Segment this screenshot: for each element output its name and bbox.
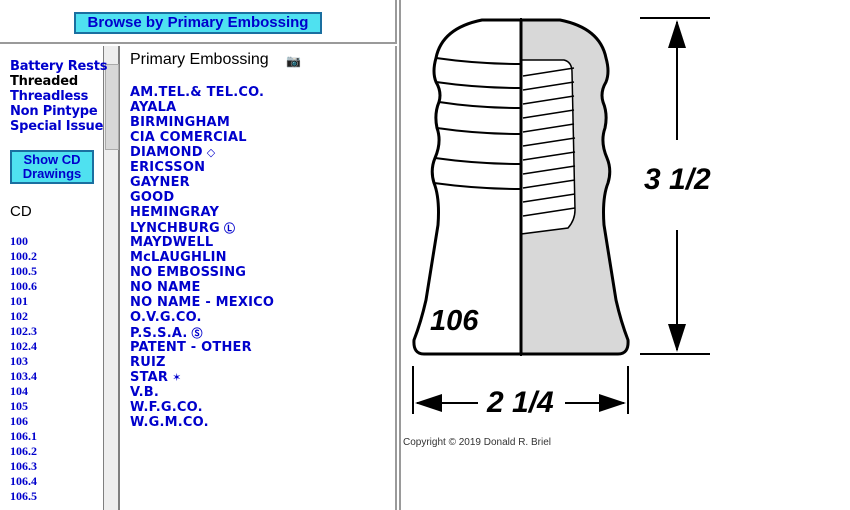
top-frame: Browse by Primary Embossing <box>0 0 397 44</box>
embossing-frame <box>122 46 397 510</box>
nav-threadless[interactable]: Threadless <box>10 89 89 104</box>
cd-list-item[interactable]: 101 <box>10 294 28 308</box>
embossing-item[interactable]: CIA COMERCIAL <box>130 130 247 145</box>
embossing-item[interactable]: W.F.G.CO. <box>130 400 203 415</box>
cd-list-item[interactable]: 100.2 <box>10 249 37 263</box>
embossing-mark-icon: Ⓢ <box>187 327 203 340</box>
show-cd-drawings-button[interactable]: Show CD Drawings <box>10 150 94 184</box>
cd-list-item[interactable]: 100.5 <box>10 264 37 278</box>
embossing-item[interactable]: GOOD <box>130 190 174 205</box>
height-dimension-label: 3 1/2 <box>644 163 711 196</box>
embossing-item[interactable]: PATENT - OTHER <box>130 340 252 355</box>
embossing-item[interactable]: NO EMBOSSING <box>130 265 246 280</box>
nav-non-pintype[interactable]: Non Pintype <box>10 104 98 119</box>
embossing-label: AM.TEL.& TEL.CO. <box>130 85 265 100</box>
embossing-item[interactable]: DIAMOND ◇ <box>130 145 215 160</box>
embossing-mark-icon: ✶ <box>168 371 182 384</box>
embossing-title: Primary Embossing <box>130 51 269 68</box>
embossing-label: PATENT - OTHER <box>130 340 252 355</box>
drawing-frame <box>399 0 850 510</box>
embossing-label: GOOD <box>130 190 175 205</box>
embossing-item[interactable]: BIRMINGHAM <box>130 115 230 130</box>
cd-number-label: 106 <box>430 305 479 337</box>
embossing-label: LYNCHBURG <box>130 221 220 236</box>
embossing-item[interactable]: NO NAME <box>130 280 201 295</box>
embossing-item[interactable]: NO NAME - MEXICO <box>130 295 274 310</box>
embossing-item[interactable]: STAR ✶ <box>130 370 182 385</box>
embossing-label: W.G.M.CO. <box>130 415 209 430</box>
embossing-label: NO NAME - MEXICO <box>130 295 275 310</box>
embossing-item[interactable]: W.G.M.CO. <box>130 415 209 430</box>
nav-battery-rests[interactable]: Battery Rests <box>10 59 108 74</box>
cd-list-item[interactable]: 100.6 <box>10 279 37 293</box>
cd-heading: CD <box>10 203 32 220</box>
embossing-label: McLAUGHLIN <box>130 250 227 265</box>
cd-list-item[interactable]: 106 <box>10 414 28 428</box>
cd-list-item[interactable]: 103 <box>10 354 28 368</box>
nav-threaded: Threaded <box>10 74 78 89</box>
cd-list-item[interactable]: 106.2 <box>10 444 37 458</box>
embossing-label: HEMINGRAY <box>130 205 220 220</box>
width-dimension-label: 2 1/4 <box>487 386 554 419</box>
cd-list-item[interactable]: 100 <box>10 234 28 248</box>
embossing-label: CIA COMERCIAL <box>130 130 247 145</box>
embossing-item[interactable]: ERICSSON <box>130 160 205 175</box>
embossing-item[interactable]: GAYNER <box>130 175 190 190</box>
embossing-label: O.V.G.CO. <box>130 310 202 325</box>
copyright-text: Copyright © 2019 Donald R. Briel <box>403 437 551 448</box>
cd-list-item[interactable]: 102.4 <box>10 339 37 353</box>
embossing-item[interactable]: RUIZ <box>130 355 166 370</box>
scrollbar-thumb[interactable] <box>105 64 119 150</box>
embossing-label: RUIZ <box>130 355 166 370</box>
cd-list-item[interactable]: 106.1 <box>10 429 37 443</box>
embossing-item[interactable]: McLAUGHLIN <box>130 250 227 265</box>
embossing-label: DIAMOND <box>130 145 203 160</box>
embossing-item[interactable]: LYNCHBURG Ⓛ <box>130 220 235 236</box>
embossing-label: MAYDWELL <box>130 235 214 250</box>
embossing-label: NO NAME <box>130 280 201 295</box>
browse-primary-embossing-button[interactable]: Browse by Primary Embossing <box>74 12 322 34</box>
cd-list-item[interactable]: 103.4 <box>10 369 37 383</box>
embossing-label: BIRMINGHAM <box>130 115 230 130</box>
embossing-item[interactable]: HEMINGRAY <box>130 205 219 220</box>
cd-list-item[interactable]: 104 <box>10 384 28 398</box>
embossing-mark-icon: ◇ <box>202 146 216 159</box>
embossing-label: P.S.S.A. <box>130 326 188 341</box>
cd-list-item[interactable]: 102.3 <box>10 324 37 338</box>
cd-list-item[interactable]: 106.5 <box>10 489 37 503</box>
left-scrollbar[interactable] <box>104 46 120 510</box>
nav-special-issue[interactable]: Special Issue <box>10 119 104 134</box>
embossing-item[interactable]: AM.TEL.& TEL.CO. <box>130 85 264 100</box>
embossing-label: GAYNER <box>130 175 190 190</box>
cd-list-item[interactable]: 105 <box>10 399 28 413</box>
left-nav-frame <box>0 46 104 510</box>
embossing-label: ERICSSON <box>130 160 206 175</box>
embossing-label: STAR <box>130 370 169 385</box>
camera-icon: 📷 <box>286 54 301 68</box>
embossing-label: W.F.G.CO. <box>130 400 203 415</box>
embossing-item[interactable]: MAYDWELL <box>130 235 213 250</box>
embossing-item[interactable]: V.B. <box>130 385 159 400</box>
cd-button-line-1: Show CD <box>23 152 81 167</box>
embossing-label: V.B. <box>130 385 159 400</box>
cd-list-item[interactable]: 106.4 <box>10 474 37 488</box>
cd-button-line-2: Drawings <box>22 166 82 181</box>
embossing-mark-icon: Ⓛ <box>219 222 236 235</box>
embossing-label: AYALA <box>130 100 177 115</box>
cd-list-item[interactable]: 102 <box>10 309 28 323</box>
embossing-item[interactable]: O.V.G.CO. <box>130 310 202 325</box>
embossing-label: NO EMBOSSING <box>130 265 247 280</box>
embossing-item[interactable]: P.S.S.A. Ⓢ <box>130 325 203 341</box>
cd-list-item[interactable]: 106.3 <box>10 459 37 473</box>
embossing-item[interactable]: AYALA <box>130 100 176 115</box>
